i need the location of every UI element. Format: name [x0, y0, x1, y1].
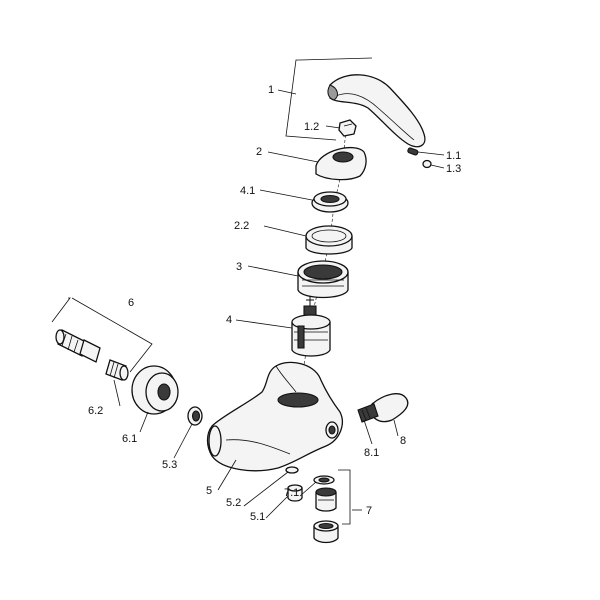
- part-5-2-aerator-seal: [285, 466, 299, 474]
- part-6-1-rosette: [131, 365, 179, 415]
- part-7-aerator-body: [315, 487, 337, 512]
- label-8-1: 8.1: [364, 447, 379, 459]
- label-6: 6: [128, 297, 134, 309]
- label-4-1: 4.1: [240, 185, 255, 197]
- part-1-lever-handle: [327, 74, 426, 148]
- part-5-mixer-body: [206, 361, 343, 472]
- leader-1-2: [325, 125, 341, 129]
- part-5-1-insert: [287, 484, 303, 502]
- leader-1: [277, 89, 297, 95]
- part-2-cover-cap: [315, 146, 367, 181]
- leader-1-1: [417, 151, 445, 156]
- group-7-bracket: [338, 469, 351, 525]
- part-6-connector: [55, 329, 101, 363]
- part-7-aerator-sleeve: [313, 520, 339, 544]
- label-6-2: 6.2: [88, 405, 103, 417]
- part-7-1-aerator-top: [313, 475, 335, 485]
- part-3-bushing: [297, 260, 349, 299]
- leader-5-3: [173, 423, 193, 459]
- leader-1-3: [430, 164, 445, 169]
- part-6-2-nut: [105, 359, 129, 381]
- leader-5-2: [243, 471, 289, 507]
- label-8: 8: [400, 435, 406, 447]
- leader-6-1: [139, 411, 149, 433]
- label-1-3: 1.3: [446, 163, 461, 175]
- leader-8: [393, 419, 399, 437]
- part-1-3-cap: [422, 159, 432, 169]
- label-1-1: 1.1: [446, 150, 461, 162]
- part-1-2-clip: [338, 119, 357, 137]
- leader-2-2: [263, 225, 307, 237]
- part-8-1-spindle: [357, 403, 379, 423]
- part-5-3-washer: [187, 406, 203, 426]
- label-7: 7: [366, 505, 372, 517]
- leader-4: [235, 319, 293, 329]
- leader-4-1: [259, 189, 313, 201]
- label-4: 4: [226, 314, 232, 326]
- leader-7-1: [299, 481, 317, 497]
- part-4-cartridge: [291, 296, 331, 357]
- leader-6-2: [113, 379, 121, 407]
- part-2-2-sleeve: [305, 225, 353, 255]
- group-6-bracket: [51, 297, 153, 373]
- part-4-1-ring: [311, 191, 349, 213]
- label-3: 3: [236, 261, 242, 273]
- label-1: 1: [268, 84, 274, 96]
- label-6-1: 6.1: [122, 433, 137, 445]
- group-1-bracket: [285, 57, 373, 141]
- part-1-1-screw: [407, 147, 419, 156]
- label-2: 2: [256, 146, 262, 158]
- part-8-side-lever: [371, 393, 409, 423]
- leader-5-1: [265, 495, 289, 519]
- label-7-1: 7.1: [284, 487, 299, 499]
- label-5: 5: [206, 485, 212, 497]
- label-2-2: 2.2: [234, 220, 249, 232]
- label-1-2: 1.2: [304, 121, 319, 133]
- leader-8-1: [363, 419, 373, 445]
- label-5-1: 5.1: [250, 511, 265, 523]
- label-5-3: 5.3: [162, 459, 177, 471]
- label-5-2: 5.2: [226, 497, 241, 509]
- leader-3: [247, 265, 299, 277]
- leader-2: [267, 151, 319, 163]
- leader-5: [217, 459, 237, 491]
